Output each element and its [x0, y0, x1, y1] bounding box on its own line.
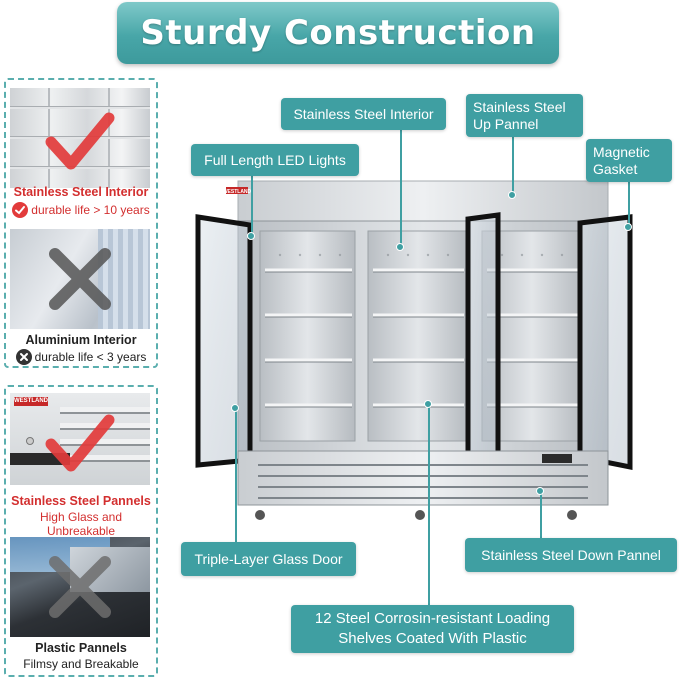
interior-comparison-box: [4, 78, 158, 368]
leader-line-gasket: [628, 182, 630, 226]
leader-dot-gasket: [624, 223, 632, 231]
check-icon: [45, 112, 115, 170]
stainless-interior-note-text: durable life > 10 years: [31, 203, 150, 217]
aluminium-interior-note-text: durable life < 3 years: [34, 350, 147, 364]
refrigerator-illustration: WESTLAND: [195, 180, 633, 520]
leader-dot-led: [247, 232, 255, 240]
stainless-interior-title: Stainless Steel Interior: [13, 185, 149, 199]
leader-dot-up-panel: [508, 191, 516, 199]
callout-stainless-interior: Stainless Steel Interior: [281, 98, 446, 130]
stainless-panel-note: High Glass and Unbreakable: [39, 510, 123, 538]
x-circle-icon: [15, 349, 32, 365]
callout-magnetic-gasket: Magnetic Gasket: [586, 139, 672, 182]
callout-glass-door: Triple-Layer Glass Door: [181, 542, 356, 576]
fridge-brand: WESTLAND: [223, 189, 252, 195]
check-icon: [45, 414, 115, 472]
leader-dot-glass-door: [231, 404, 239, 412]
callout-down-panel: Stainless Steel Down Pannel: [465, 538, 677, 572]
leader-line-glass-door: [235, 410, 237, 542]
leader-line-interior: [400, 130, 402, 245]
stainless-panel-title: Stainless Steel Pannels: [11, 494, 151, 508]
callout-led-lights: Full Length LED Lights: [191, 144, 359, 176]
leader-line-up-panel: [512, 137, 514, 193]
title-banner: Sturdy Construction: [117, 2, 559, 64]
stainless-interior-image: [10, 88, 150, 188]
leader-line-shelves: [428, 405, 430, 605]
brand-logo: WESTLAND: [14, 397, 48, 406]
lock-icon: [26, 437, 34, 445]
callout-up-panel: Stainless Steel Up Pannel: [466, 94, 583, 137]
plastic-panel-title: Plastic Pannels: [35, 641, 127, 655]
leader-dot-interior: [396, 243, 404, 251]
leader-dot-shelves: [424, 400, 432, 408]
leader-line-down-panel: [540, 492, 542, 538]
plastic-panel-note: Filmsy and Breakable: [23, 657, 139, 671]
check-circle-icon: [12, 202, 29, 218]
panel-comparison-box: [4, 385, 158, 677]
aluminium-interior-note: durable life < 3 years: [6, 349, 156, 365]
stainless-panel-image: WESTLAND: [10, 393, 150, 485]
callout-shelves: 12 Steel Corrosin-resistant Loading Shel…: [291, 605, 574, 653]
stainless-interior-note: durable life > 10 years: [6, 202, 156, 218]
leader-line-led: [251, 176, 253, 234]
banner-title: Sturdy Construction: [140, 13, 536, 53]
aluminium-interior-title: Aluminium Interior: [25, 333, 137, 347]
x-icon: [49, 248, 111, 310]
x-icon: [49, 556, 111, 618]
leader-dot-down-panel: [536, 487, 544, 495]
